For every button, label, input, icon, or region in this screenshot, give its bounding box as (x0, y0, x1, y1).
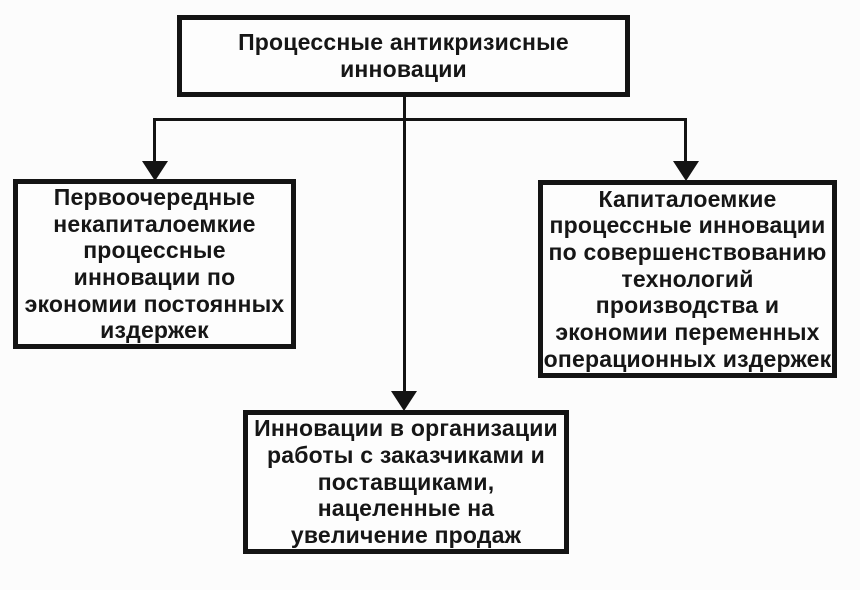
arrow-down-bottom-icon (391, 391, 417, 411)
node-priority-noncapital-innovations: Первоочередные некапиталоемкие процессны… (13, 179, 296, 349)
connector-right-drop (684, 118, 687, 164)
node-customer-supplier-innovations: Инновации в организации работы с заказчи… (243, 410, 569, 554)
connector-left-drop (153, 118, 156, 164)
arrow-down-right-icon (673, 161, 699, 181)
node-process-anticrisis-innovations: Процессные антикризисные инновации (177, 15, 630, 97)
connector-branch-line (153, 118, 687, 121)
arrow-down-left-icon (142, 161, 168, 181)
connector-root-stem (403, 97, 406, 121)
connector-center-drop (403, 118, 406, 392)
node-capital-intensive-innovations: Капиталоемкие процессные инновации по со… (538, 180, 837, 378)
